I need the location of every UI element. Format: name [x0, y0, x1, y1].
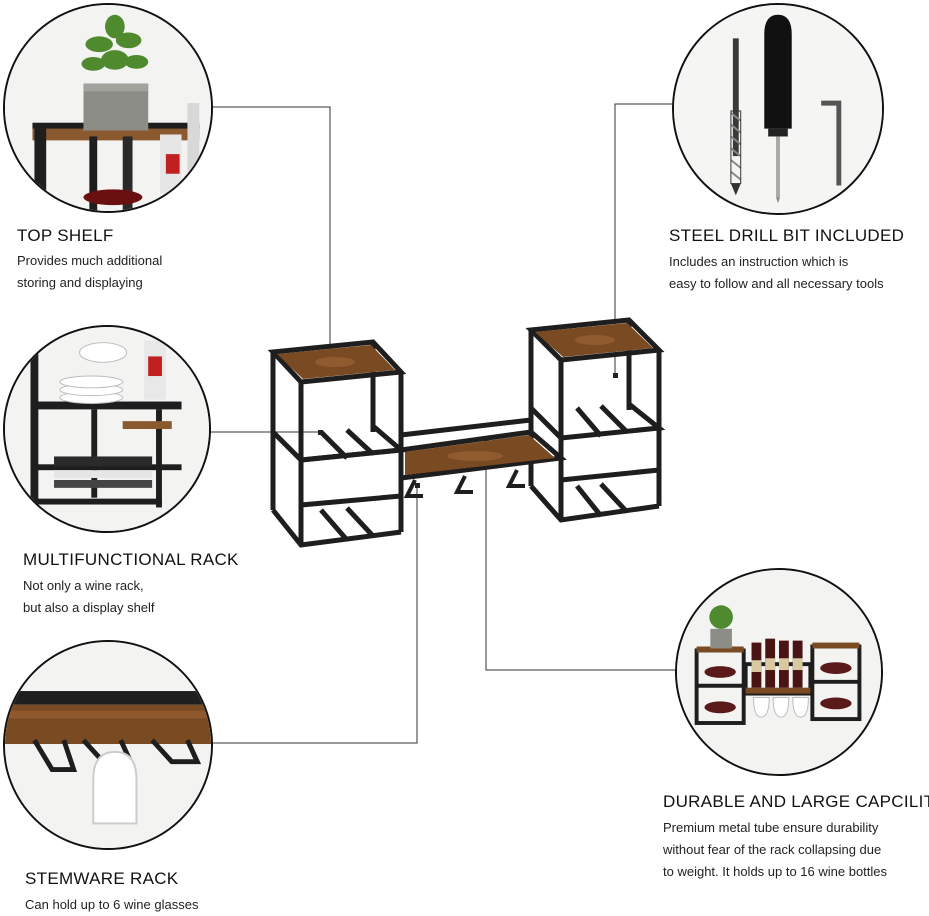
- multifunctional-rack-description-line-2: but also a display shelf: [23, 600, 155, 615]
- durable-capacity-image: [675, 568, 883, 776]
- durable-capacity-description: Premium metal tube ensure durability wit…: [663, 817, 887, 883]
- drill-bit-title: STEEL DRILL BIT INCLUDED: [669, 226, 905, 245]
- stemware-rack-title: STEMWARE RACK: [25, 869, 179, 888]
- top-shelf-title: TOP SHELF: [17, 226, 114, 245]
- top-shelf-description: Provides much additional storing and dis…: [17, 250, 162, 294]
- durable-capacity-description-line-1: Premium metal tube ensure durability: [663, 820, 879, 835]
- stemware-rack-description: Can hold up to 6 wine glasses: [25, 894, 198, 916]
- durable-capacity-title: DURABLE AND LARGE CAPCILITY: [663, 792, 929, 811]
- multifunctional-rack-title: MULTIFUNCTIONAL RACK: [23, 550, 239, 569]
- top-shelf-description-line-2: storing and displaying: [17, 275, 143, 290]
- drill-bit-description: Includes an instruction which is easy to…: [669, 251, 884, 295]
- durable-capacity-description-line-3: to weight. It holds up to 16 wine bottle…: [663, 864, 888, 879]
- drill-bit-description-line-1: Includes an instruction which is: [669, 254, 849, 269]
- stemware-rack-description-line-1: Can hold up to 6 wine glasses: [25, 897, 199, 912]
- drill-bit-image: [672, 3, 884, 215]
- top-shelf-description-line-1: Provides much additional: [17, 253, 163, 268]
- durable-capacity-description-line-2: without fear of the rack collapsing due: [663, 842, 882, 857]
- top-shelf-image: [3, 3, 213, 213]
- wine-rack-product-image: [267, 317, 666, 548]
- drill-bit-description-line-2: easy to follow and all necessary tools: [669, 276, 884, 291]
- multifunctional-rack-image: [3, 325, 211, 533]
- multifunctional-rack-description: Not only a wine rack, but also a display…: [23, 575, 155, 619]
- stemware-rack-image: [3, 640, 213, 850]
- multifunctional-rack-description-line-1: Not only a wine rack,: [23, 578, 144, 593]
